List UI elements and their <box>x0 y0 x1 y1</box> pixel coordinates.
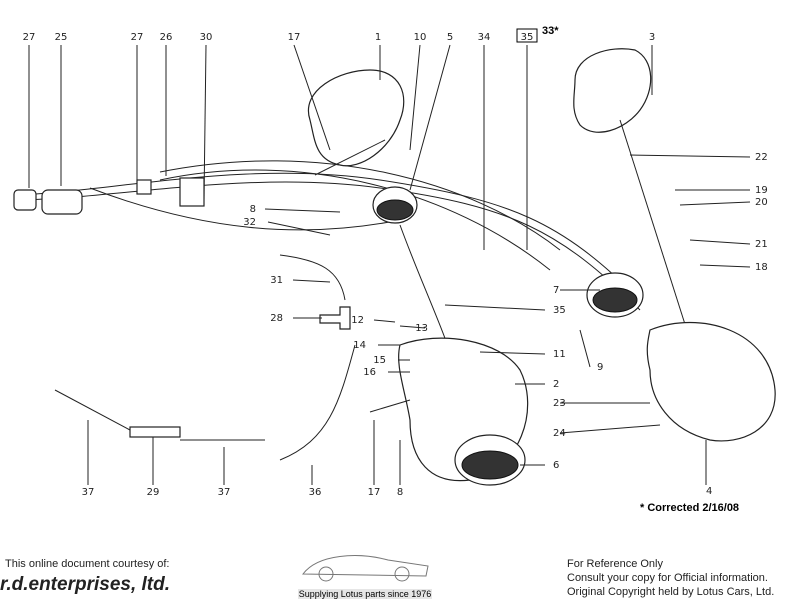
logo-caption: Supplying Lotus parts since 1976 <box>298 589 432 599</box>
callout-left-1: 32 <box>243 217 256 228</box>
callout-leader-line <box>699 264 751 268</box>
callout-right-1: 19 <box>755 185 768 196</box>
callout-leader-line <box>203 44 207 201</box>
callout-leader-line <box>292 279 331 283</box>
callout-left-8: 16 <box>363 367 376 378</box>
callout-leader-line <box>479 351 546 355</box>
callout-right-4: 18 <box>755 262 768 273</box>
callout-left-2: 31 <box>270 275 283 286</box>
callout-top-4: 30 <box>200 32 213 43</box>
callout-leader-line <box>293 44 331 151</box>
callout-leader-line <box>267 221 331 236</box>
callout-right-0: 22 <box>755 152 768 163</box>
reference-line-2: Consult your copy for Official informati… <box>567 572 768 584</box>
callout-leader-line <box>444 304 546 311</box>
callout-top-10: 35 <box>521 32 534 43</box>
boxed-callout-frame <box>516 28 538 43</box>
callout-top-6: 1 <box>375 32 381 43</box>
callout-right-2: 20 <box>755 197 768 208</box>
callout-left-6: 14 <box>353 340 366 351</box>
callout-leader-line <box>679 201 751 206</box>
callout-right-10: 23 <box>553 398 566 409</box>
callout-leader-line <box>409 44 451 191</box>
brand-logo-text: r.d.enterprises, ltd. <box>0 574 170 595</box>
callout-leader-line <box>264 208 341 213</box>
callout-right-12: 6 <box>553 460 559 471</box>
callout-leader-line <box>373 319 396 323</box>
callout-leader-line <box>579 329 591 368</box>
courtesy-text: This online document courtesy of: <box>5 558 170 570</box>
callout-leader-line <box>689 239 751 245</box>
correction-note: * Corrected 2/16/08 <box>640 502 740 514</box>
callout-top-8: 5 <box>447 32 453 43</box>
callout-right-6: 35 <box>553 305 566 316</box>
callout-bottom-5: 8 <box>397 487 403 498</box>
callout-bottom-3: 36 <box>309 487 322 498</box>
callout-right-3: 21 <box>755 239 768 250</box>
callout-bottom-2: 37 <box>218 487 231 498</box>
callout-left-5: 13 <box>415 323 428 334</box>
car-sketch-icon <box>302 555 429 582</box>
callout-right-13: 4 <box>706 486 712 497</box>
callout-left-4: 12 <box>351 315 364 326</box>
car-logo: Supplying Lotus parts since 1976 <box>298 546 432 599</box>
callout-top-11: 3 <box>649 32 655 43</box>
callout-left-3: 28 <box>270 313 283 324</box>
reference-line-3: Original Copyright held by Lotus Cars, L… <box>567 586 775 598</box>
reference-line-1: For Reference Only <box>567 558 663 570</box>
callout-top-2: 27 <box>131 32 144 43</box>
callout-note-33: 33* <box>542 25 559 37</box>
callout-left-7: 15 <box>373 355 386 366</box>
callout-right-5: 7 <box>553 285 559 296</box>
callout-leader-line <box>559 424 661 434</box>
callout-top-3: 26 <box>160 32 173 43</box>
diagram-drawing <box>13 48 776 486</box>
callout-top-9: 34 <box>478 32 491 43</box>
callout-bottom-4: 17 <box>368 487 381 498</box>
callout-leader-line <box>629 154 751 158</box>
callout-bottom-0: 37 <box>82 487 95 498</box>
callout-top-1: 25 <box>55 32 68 43</box>
callout-top-5: 17 <box>288 32 301 43</box>
callout-leader-line <box>409 44 421 151</box>
callout-left-0: 8 <box>250 204 256 215</box>
callout-leader-line <box>399 325 426 329</box>
callout-bottom-1: 29 <box>147 487 160 498</box>
callout-right-8: 9 <box>597 362 603 373</box>
callout-right-7: 11 <box>553 349 566 360</box>
callout-right-9: 2 <box>553 379 559 390</box>
callout-top-0: 27 <box>23 32 36 43</box>
callout-top-7: 10 <box>414 32 427 43</box>
callout-right-11: 24 <box>553 428 566 439</box>
